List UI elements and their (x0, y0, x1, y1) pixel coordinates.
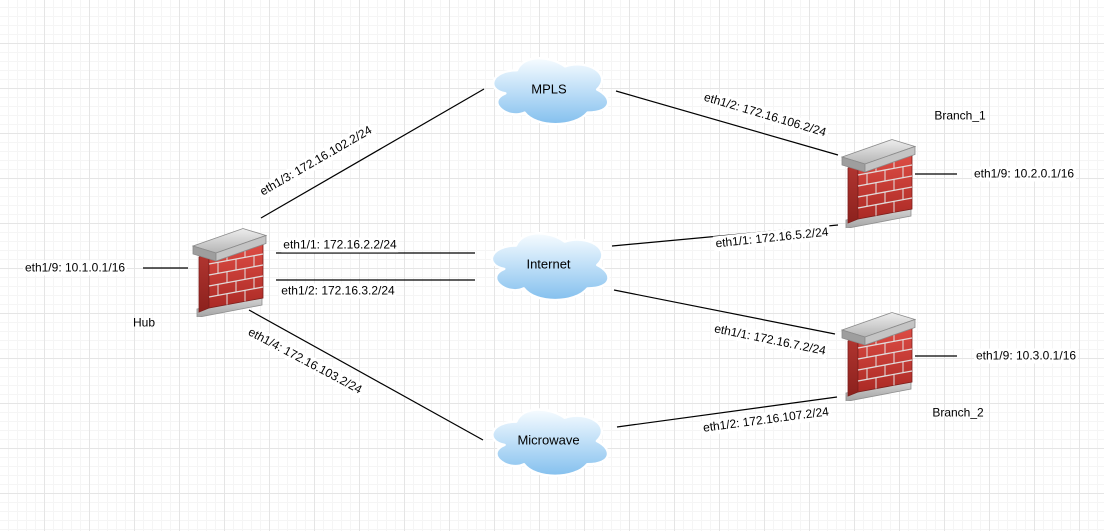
hub-lan-interface-label[interactable]: eth1/9: 10.1.0.1/16 (22, 260, 128, 276)
firewall-icon (187, 222, 267, 317)
branch1-lan-interface-label[interactable]: eth1/9: 10.2.0.1/16 (971, 166, 1077, 182)
cloud-icon (484, 402, 613, 480)
cloud-icon (483, 51, 615, 128)
firewall-icon (836, 133, 916, 228)
branch2-label[interactable]: Branch_2 (932, 405, 984, 420)
edge-hub-microwave[interactable] (248, 309, 484, 441)
microwave-cloud[interactable]: Microwave (484, 402, 613, 480)
edge-microwave-branch2[interactable] (616, 396, 838, 428)
branch1-label[interactable]: Branch_1 (934, 108, 986, 123)
mpls-cloud[interactable]: MPLS (483, 51, 615, 128)
hub-label[interactable]: Hub (132, 315, 156, 330)
link-label-hub-internet-b[interactable]: eth1/2: 172.16.3.2/24 (279, 283, 397, 299)
link-label-hub-internet-a[interactable]: eth1/1: 172.16.2.2/24 (281, 237, 399, 253)
firewall-icon (836, 306, 916, 401)
internet-cloud[interactable]: Internet (483, 226, 614, 304)
cloud-icon (483, 226, 614, 304)
edge-mpls-branch1[interactable] (615, 90, 839, 156)
branch2-firewall[interactable] (836, 306, 916, 401)
hub-firewall[interactable] (187, 222, 267, 317)
edge-hub-mpls[interactable] (260, 88, 485, 219)
branch1-firewall[interactable] (836, 133, 916, 228)
edge-internet-branch2[interactable] (613, 289, 836, 335)
branch2-lan-interface-label[interactable]: eth1/9: 10.3.0.1/16 (973, 348, 1079, 364)
